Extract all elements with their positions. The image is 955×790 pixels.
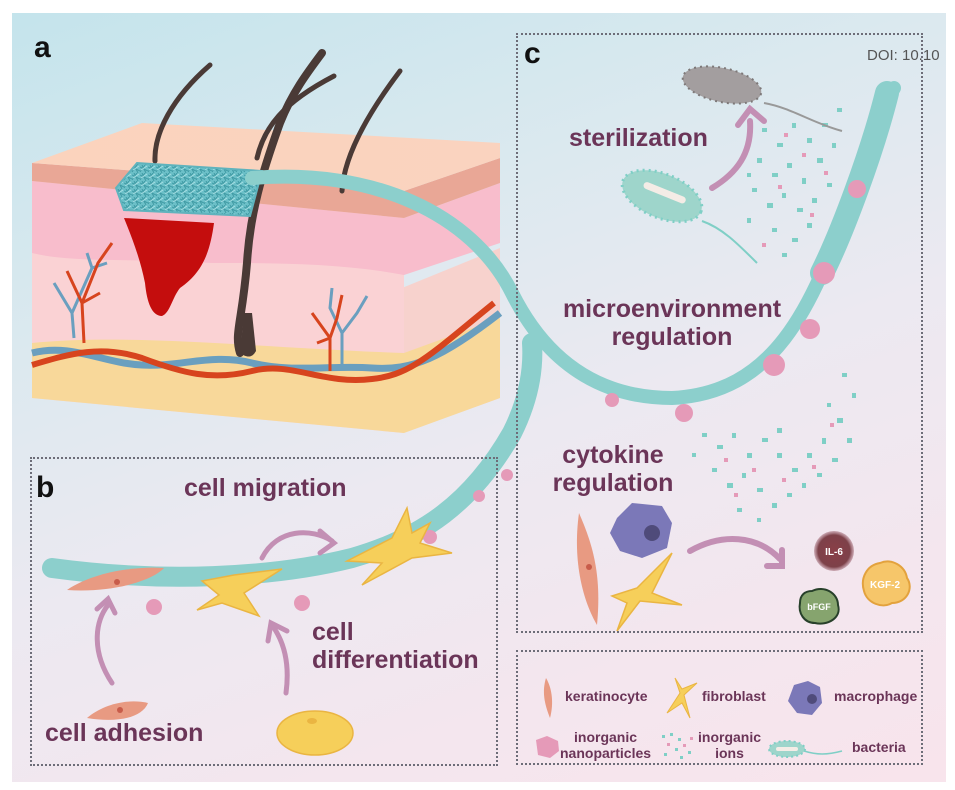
adhesion-arrow [94, 602, 115, 686]
adhesion-arrow-head [94, 594, 118, 616]
sterilization-arrow [709, 118, 754, 191]
label-cell-differentiation-line1: cell [312, 618, 354, 646]
capillary-red-2 [310, 294, 344, 371]
free-keratinocyte-nucleus [117, 707, 123, 713]
cytokine-bfgf: bFGF [798, 587, 840, 625]
live-bacterium [620, 168, 758, 264]
legend-label-nanoparticles-line1: inorganic [574, 729, 638, 745]
label-sterilization: sterilization [569, 124, 708, 152]
legend-macrophage-nucleus [807, 694, 817, 704]
legend-label-nanoparticles-line2: nanoparticles [560, 745, 652, 762]
wound [124, 218, 214, 316]
fibroblast-cell [609, 552, 683, 632]
label-cell-differentiation-line2: differentiation [312, 646, 479, 674]
scaffold-dressing [114, 161, 264, 218]
nanoparticles-on-fiber [146, 180, 866, 615]
cytokine-il6: IL-6 [814, 531, 854, 571]
nanoparticle [605, 393, 619, 407]
nanoparticle [501, 469, 513, 481]
nanoparticle [294, 595, 310, 611]
hair-follicle [233, 49, 326, 357]
nanoparticle [848, 180, 866, 198]
capillary-red-1 [65, 242, 114, 344]
panel-b-letter: b [36, 471, 55, 504]
nanoparticle [813, 262, 835, 284]
nanoparticle [763, 354, 785, 376]
legend-bacteria-icon [768, 740, 843, 758]
legend-macrophage-icon [788, 681, 822, 715]
differentiation-arrow [271, 625, 290, 696]
legend-label-inorganic-ions-line2: ions [715, 745, 744, 762]
figure-panel: IL-6 KGF-2 bFGF [12, 13, 946, 782]
label-cell-migration: cell migration [184, 474, 347, 502]
fat-layer [32, 318, 500, 433]
illustration-canvas: IL-6 KGF-2 bFGF [31, 49, 911, 759]
legend-label-inorganic-ions-line1: inorganic [698, 729, 762, 745]
label-cytokine-line1: cytokine [562, 441, 664, 469]
panel-c-box [516, 33, 923, 633]
label-microenvironment-regulation: microenvironment regulation [552, 295, 792, 351]
cytokine-kgf2-label: KGF-2 [870, 580, 900, 591]
panel-a-letter: a [34, 31, 51, 64]
adhered-keratinocyte [67, 567, 164, 591]
label-cell-differentiation: cell differentiation [312, 618, 479, 674]
nanoparticle [675, 404, 693, 422]
legend-label-inorganic-ions: inorganic ions [698, 729, 761, 761]
cytokine-kgf2: KGF-2 [861, 560, 911, 607]
cytokine-il6-label: IL-6 [825, 547, 843, 558]
label-microenvironment-line1: microenvironment [562, 295, 782, 323]
keratinocyte-nucleus [586, 564, 592, 570]
cytokine-arrow-head [764, 547, 785, 569]
macrophage-cell [610, 503, 672, 558]
label-cytokine-line2: regulation [552, 469, 674, 497]
legend-nanoparticle-icon [536, 736, 559, 758]
adhered-keratinocyte-nucleus [114, 579, 120, 585]
nanoparticle [473, 490, 485, 502]
migrating-fibroblast-2 [344, 505, 453, 586]
label-cell-adhesion: cell adhesion [45, 719, 204, 747]
stem-cell [276, 710, 354, 756]
artery [31, 300, 496, 383]
hair-bulb [240, 313, 256, 357]
label-cytokine-regulation: cytokine regulation [544, 441, 682, 497]
migrating-fibroblast-1 [196, 568, 283, 618]
legend-label-fibroblast: fibroblast [702, 688, 766, 704]
legend-label-keratinocyte: keratinocyte [565, 688, 648, 704]
doi-watermark: DOI: 10.10 [867, 47, 940, 64]
dead-bacterium [681, 65, 843, 132]
label-microenvironment-line2: regulation [611, 323, 733, 351]
legend-inorganic-ions-icon [662, 733, 693, 759]
nanoparticle [146, 599, 162, 615]
sterilization-arrow-head [735, 104, 767, 128]
nanoparticle [800, 319, 820, 339]
panel-b-box [30, 457, 498, 766]
differentiation-arrow-head [265, 619, 290, 644]
legend-label-bacteria: bacteria [852, 739, 906, 755]
panel-c-letter: c [524, 37, 541, 70]
legend-label-nanoparticles: inorganic nanoparticles [560, 729, 651, 761]
legend-fibroblast-icon [666, 677, 698, 719]
cytokine-bfgf-label: bFGF [807, 602, 831, 612]
migration-arrow-head [317, 528, 339, 556]
legend-box [516, 650, 923, 765]
macrophage-nucleus [644, 525, 660, 541]
legend-keratinocyte-icon [543, 678, 553, 718]
hair-2 [254, 73, 337, 161]
skin-block [31, 49, 503, 433]
stem-cell-nucleus [307, 718, 317, 724]
cytokine-arrow [687, 536, 783, 562]
legend-label-macrophage: macrophage [834, 688, 918, 704]
hair-1 [152, 62, 213, 164]
nanoparticle [423, 530, 437, 544]
ion-cloud-lower [692, 373, 856, 522]
